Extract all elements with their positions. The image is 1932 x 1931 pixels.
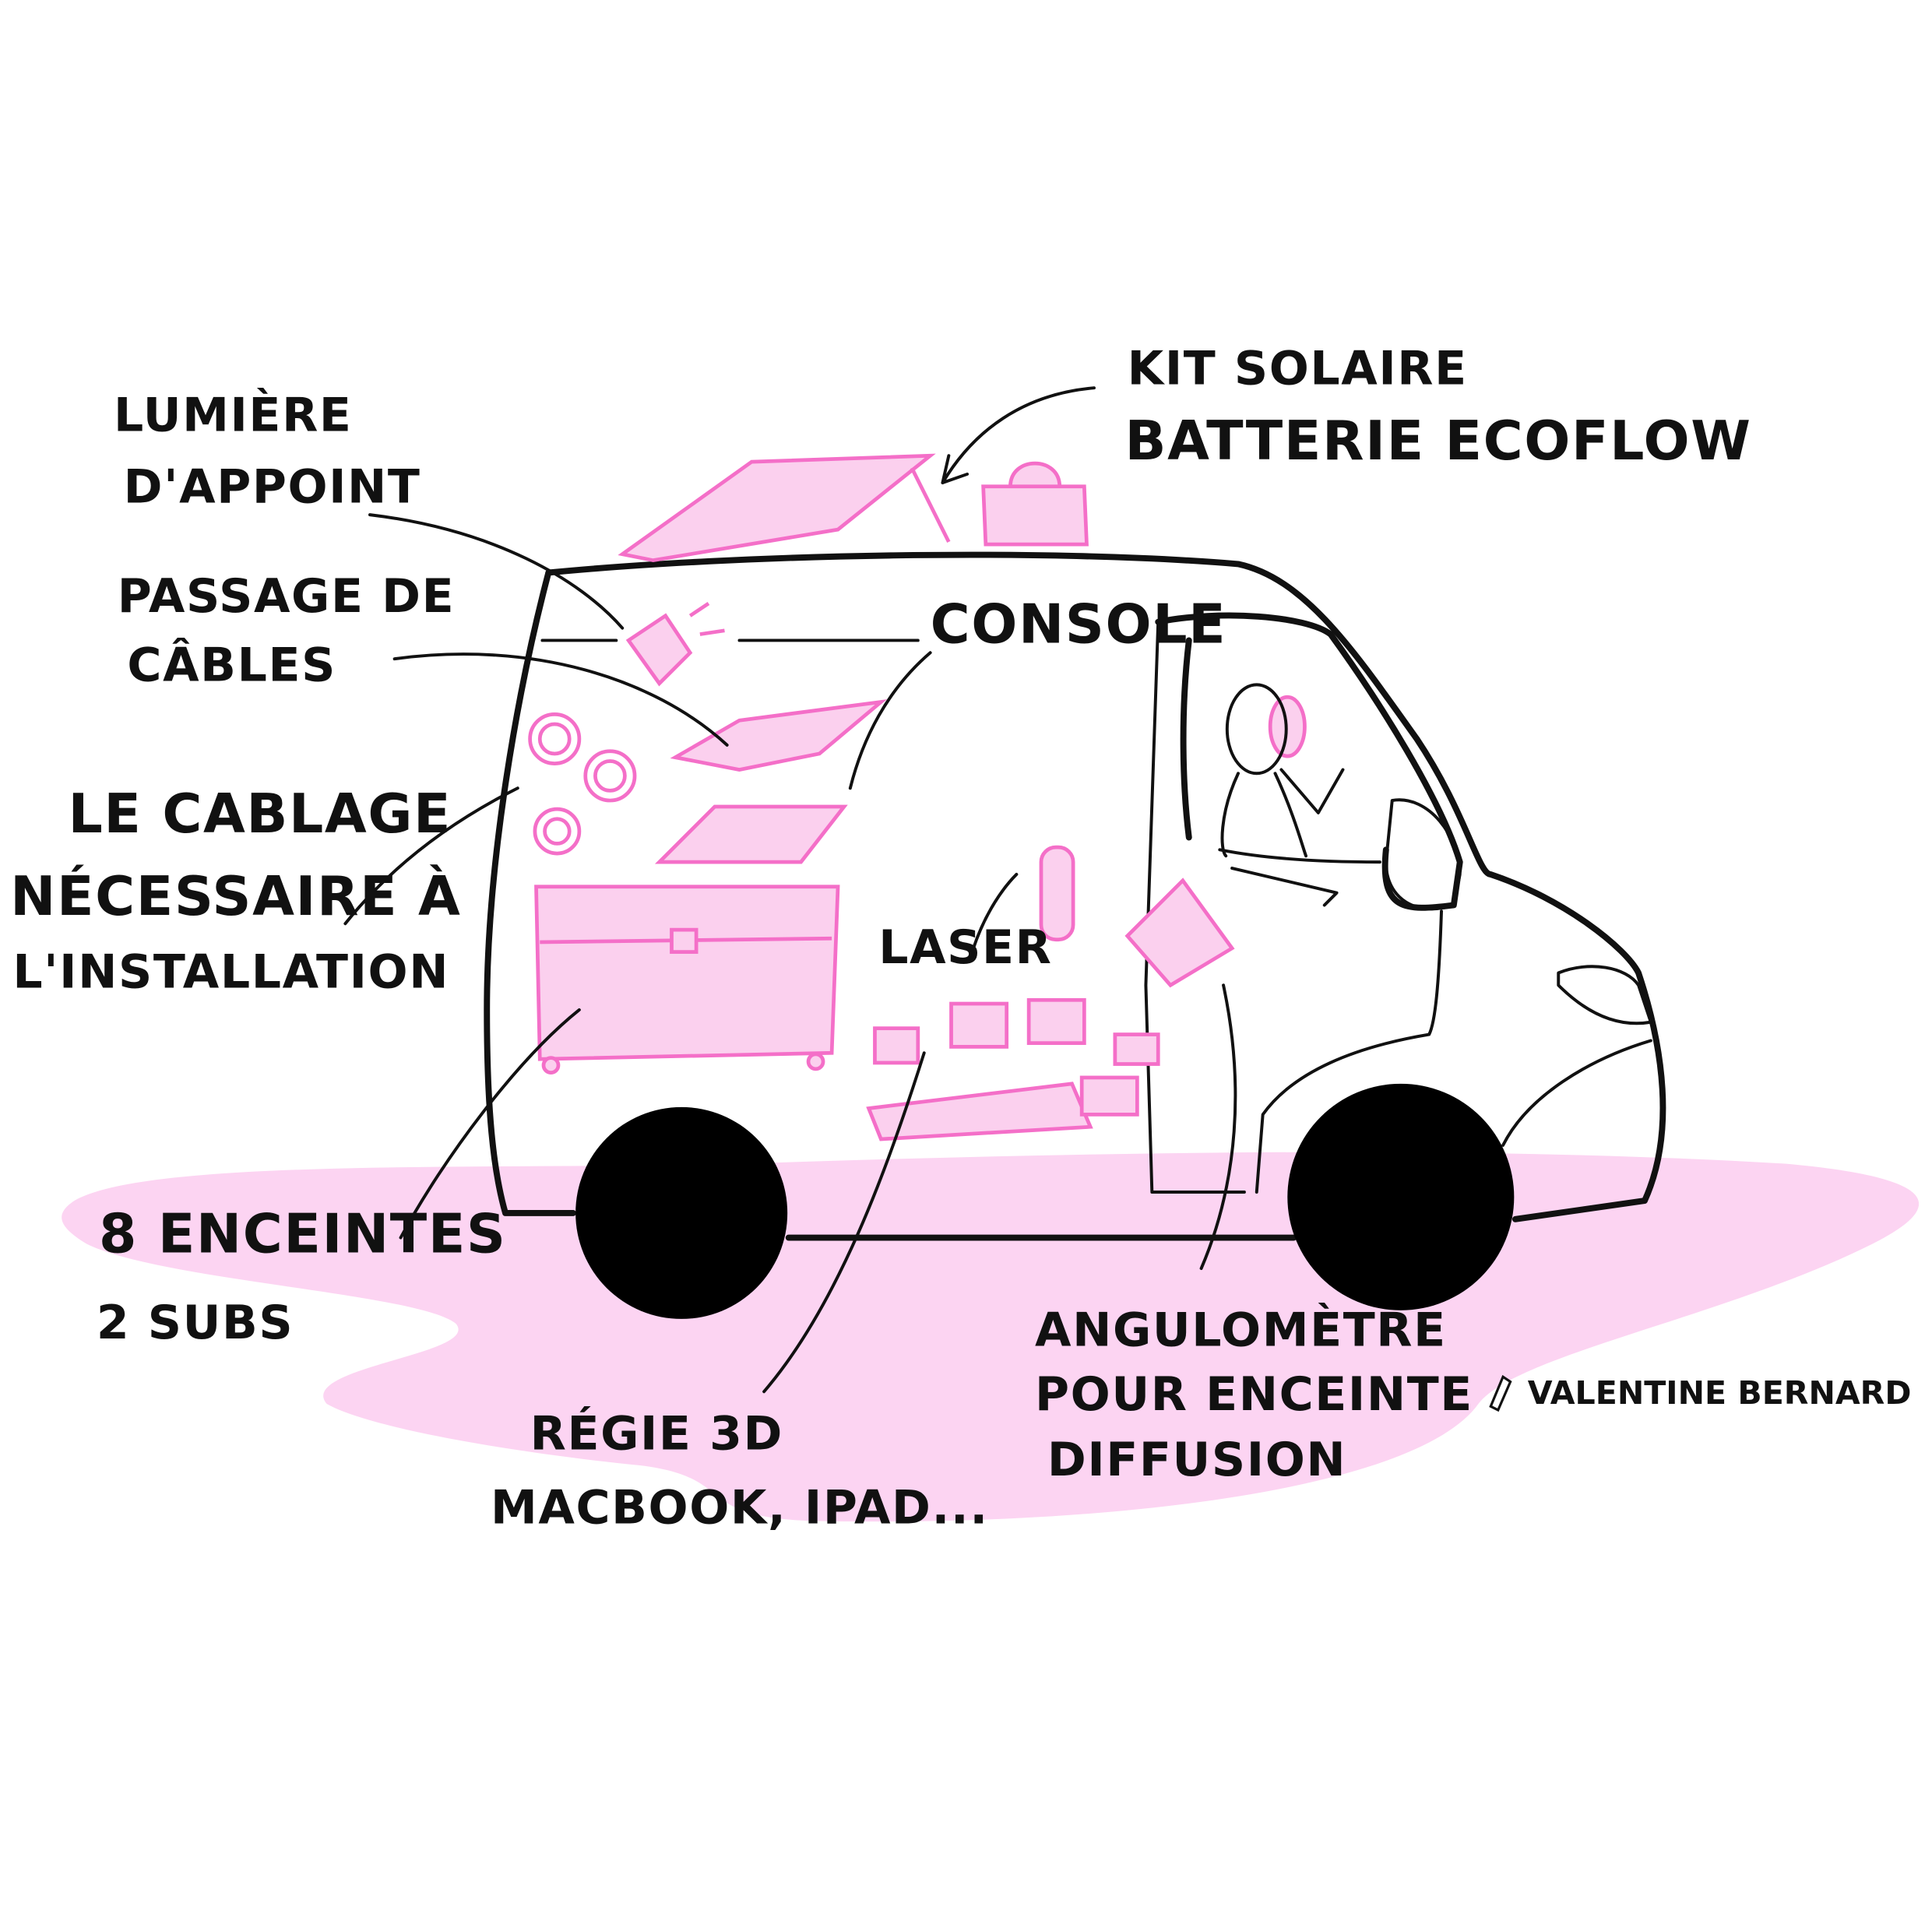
light <box>625 613 693 687</box>
regie-3d-devices <box>866 997 1160 1141</box>
pencil-icon <box>1489 1374 1512 1412</box>
label-cabling-2: NÉCESSAIRE À <box>10 864 461 928</box>
label-angulometre-3: DIFFUSION <box>1047 1433 1346 1487</box>
front-wheel <box>1287 1083 1515 1310</box>
solar-panel <box>618 453 936 563</box>
label-console: CONSOLE <box>931 593 1227 656</box>
label-cable-pass-2: CÂBLES <box>127 638 336 693</box>
label-speakers-1: 8 ENCEINTES <box>99 1203 507 1266</box>
cable-tray <box>670 699 888 772</box>
cable-coils <box>528 712 637 856</box>
driver-figure <box>1220 683 1345 907</box>
label-cabling-1: LE CABLAGE <box>68 783 452 846</box>
signature: VALENTINE BERNARD <box>1528 1374 1912 1412</box>
angulometre-device <box>1124 878 1235 988</box>
ecoflow-battery <box>981 461 1089 547</box>
annotation-arrows <box>343 386 1237 1394</box>
label-light-1: LUMIÈRE <box>114 387 353 443</box>
label-solar-1: KIT SOLAIRE <box>1128 341 1468 396</box>
console-mixer <box>654 804 848 864</box>
label-angulometre-2: POUR ENCEINTE <box>1035 1367 1473 1422</box>
label-light-2: D'APPOINT <box>124 459 421 514</box>
speaker-flightcase <box>534 885 840 1061</box>
label-cabling-3: L'INSTALLATION <box>12 944 449 999</box>
label-angulometre-1: ANGULOMÈTRE <box>1035 1302 1447 1358</box>
rear-wheel <box>575 1106 788 1319</box>
label-solar-2: BATTERIE ECOFLOW <box>1125 410 1752 473</box>
label-speakers-2: 2 SUBS <box>97 1296 294 1350</box>
van <box>484 551 1666 1319</box>
label-laser: LASER <box>878 920 1052 975</box>
label-cable-pass-1: PASSAGE DE <box>118 569 455 624</box>
label-regie-2: MACBOOK, IPAD... <box>491 1480 989 1535</box>
equipment <box>528 453 1235 1141</box>
label-regie-1: RÉGIE 3D <box>530 1405 783 1461</box>
laser <box>1039 845 1075 942</box>
